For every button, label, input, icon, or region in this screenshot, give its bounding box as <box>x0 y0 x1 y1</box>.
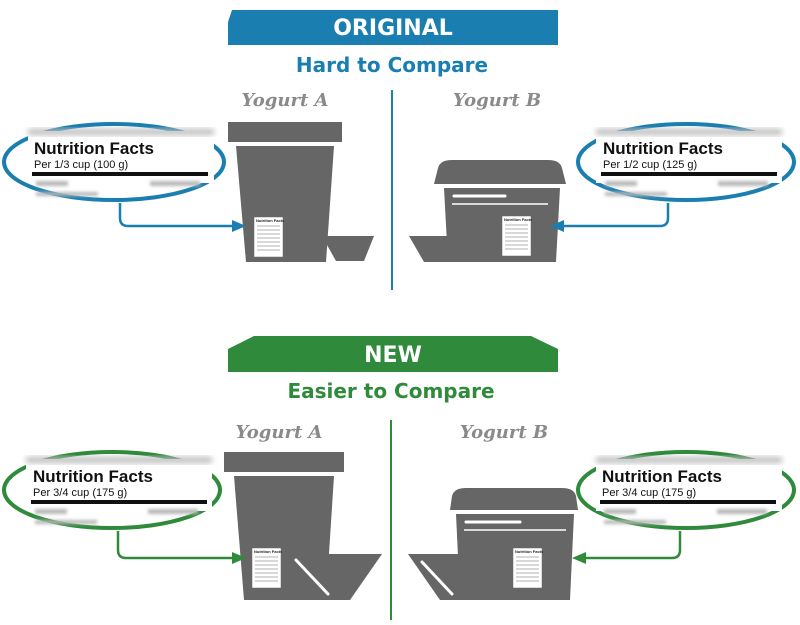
original-yogurt-b-nutrition-title: Nutrition Facts <box>603 139 723 158</box>
original-yogurt-b-label: Yogurt B <box>453 90 541 111</box>
original-banner-text: ORIGINAL <box>333 16 453 41</box>
original-yogurt-a-nutrition-callout: Nutrition Facts Per 1/3 cup (100 g) <box>2 122 246 232</box>
original-yogurt-b-serving: Per 1/2 cup (125 g) <box>603 159 697 171</box>
new-yogurt-b-nutrition-callout: Nutrition Facts Per 3/4 cup (175 g) <box>572 450 796 564</box>
new-yogurt-b-nutrition-title: Nutrition Facts <box>602 467 722 486</box>
new-yogurt-a-label: Yogurt A <box>236 422 323 443</box>
original-yogurt-a-label: Yogurt A <box>242 90 329 111</box>
original-section: ORIGINAL Hard to Compare Yogurt A Yogurt… <box>2 10 796 290</box>
new-yogurt-b-serving: Per 3/4 cup (175 g) <box>602 487 696 499</box>
new-yogurt-b-label: Yogurt B <box>460 422 548 443</box>
original-subtitle: Hard to Compare <box>296 53 488 77</box>
new-yogurt-a-serving: Per 3/4 cup (175 g) <box>33 487 127 499</box>
original-yogurt-b-nutrition-callout: Nutrition Facts Per 1/2 cup (125 g) <box>550 122 796 232</box>
new-section: NEW Easier to Compare Yogurt A Yogurt B … <box>2 336 796 620</box>
new-subtitle: Easier to Compare <box>287 379 494 403</box>
original-yogurt-a-mini-label: Nutrition Facts <box>256 218 285 223</box>
new-yogurt-a-mini-label: Nutrition Facts <box>254 549 283 554</box>
new-yogurt-b-mini-label: Nutrition Facts <box>515 549 544 554</box>
new-yogurt-a-container: Nutrition Facts <box>224 452 382 600</box>
original-yogurt-a-serving: Per 1/3 cup (100 g) <box>34 159 128 171</box>
new-yogurt-b-container: Nutrition Facts <box>408 488 578 600</box>
new-banner <box>228 336 558 372</box>
new-banner-text: NEW <box>364 343 422 368</box>
original-yogurt-a-container: Nutrition Facts <box>228 122 374 262</box>
original-yogurt-b-mini-label: Nutrition Facts <box>504 217 533 222</box>
original-banner <box>228 10 558 45</box>
original-yogurt-a-nutrition-title: Nutrition Facts <box>34 139 154 158</box>
original-yogurt-b-container: Nutrition Facts <box>409 160 566 262</box>
new-yogurt-a-nutrition-callout: Nutrition Facts Per 3/4 cup (175 g) <box>2 450 246 564</box>
new-yogurt-a-nutrition-title: Nutrition Facts <box>33 467 153 486</box>
